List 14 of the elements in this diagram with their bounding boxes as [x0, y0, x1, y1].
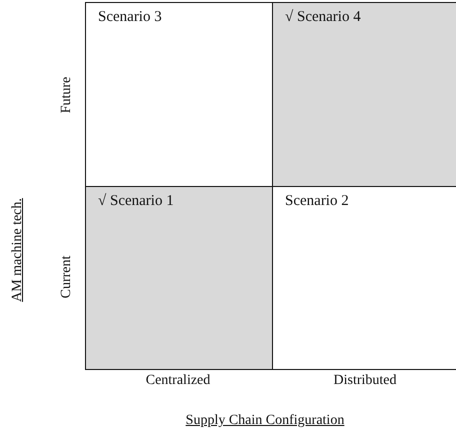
- scenario-title: √ Scenario 4: [285, 9, 361, 26]
- axis-tick-label: Future: [59, 76, 75, 114]
- axis-tick-label: Centralized: [146, 373, 210, 389]
- scenario-title: Scenario 3: [98, 9, 162, 26]
- axis-title: AM machine tech.: [10, 198, 26, 302]
- quadrant-cell: [272, 186, 456, 370]
- quadrant-cell: [85, 2, 274, 188]
- scenario-title: √ Scenario 1: [98, 193, 174, 210]
- axis-title: Supply Chain Configuration: [186, 413, 344, 429]
- scenario-title: Scenario 2: [285, 193, 349, 210]
- axis-tick-label: Distributed: [334, 373, 396, 389]
- quadrant-cell: [85, 186, 274, 370]
- axis-tick-label: Current: [59, 256, 75, 298]
- quadrant-cell: [272, 2, 456, 188]
